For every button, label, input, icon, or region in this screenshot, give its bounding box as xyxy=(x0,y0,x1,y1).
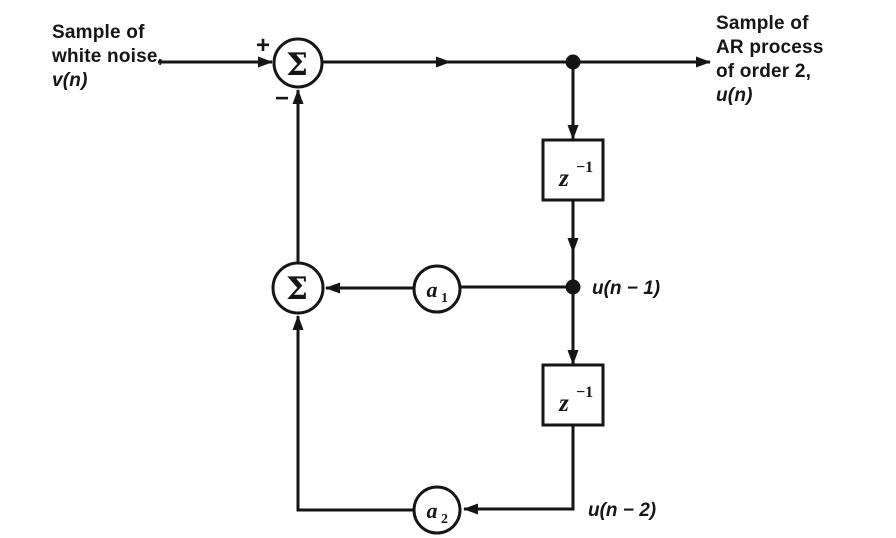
summer1-minus-sign: − xyxy=(275,85,289,112)
summer1-sigma: Σ xyxy=(286,47,308,83)
output-caption-math: u(n) xyxy=(716,85,753,106)
input-caption: Sample of white noise, v(n) xyxy=(52,21,163,93)
input-caption-math: v(n) xyxy=(52,70,88,91)
summer2-block xyxy=(271,261,325,315)
output-caption-line1: Sample of xyxy=(716,13,809,34)
gain1-label-base: a xyxy=(427,277,438,302)
node2-label: u(n − 2) xyxy=(588,500,656,521)
delay2-label-base: z xyxy=(558,390,569,417)
delay1-block xyxy=(541,138,605,202)
branch-node-u1 xyxy=(565,279,581,295)
delay1-label-base: z xyxy=(558,165,569,192)
delay2-to-gain2-arrow xyxy=(463,425,575,515)
gain2-label-base: a xyxy=(427,498,438,523)
gain1-label-subscript: 1 xyxy=(441,291,448,306)
input-caption-line1: Sample of xyxy=(52,22,145,43)
output-caption: Sample of AR process of order 2, u(n) xyxy=(716,12,824,108)
summer2-sigma: Σ xyxy=(286,271,308,307)
delay2-block xyxy=(541,363,605,427)
summer1-block xyxy=(272,37,324,89)
gain2-to-summer2-arrow xyxy=(292,315,414,512)
summer1-plus-sign: + xyxy=(256,32,270,59)
gain2-label-subscript: 2 xyxy=(441,512,448,527)
node1-label: u(n − 1) xyxy=(592,278,660,299)
output-caption-line2: AR process xyxy=(716,37,824,58)
output-caption-line3: of order 2, xyxy=(716,61,812,82)
input-caption-line2: white noise, xyxy=(52,46,164,67)
delay1-label-exponent: −1 xyxy=(576,159,593,176)
delay2-label-exponent: −1 xyxy=(576,384,593,401)
